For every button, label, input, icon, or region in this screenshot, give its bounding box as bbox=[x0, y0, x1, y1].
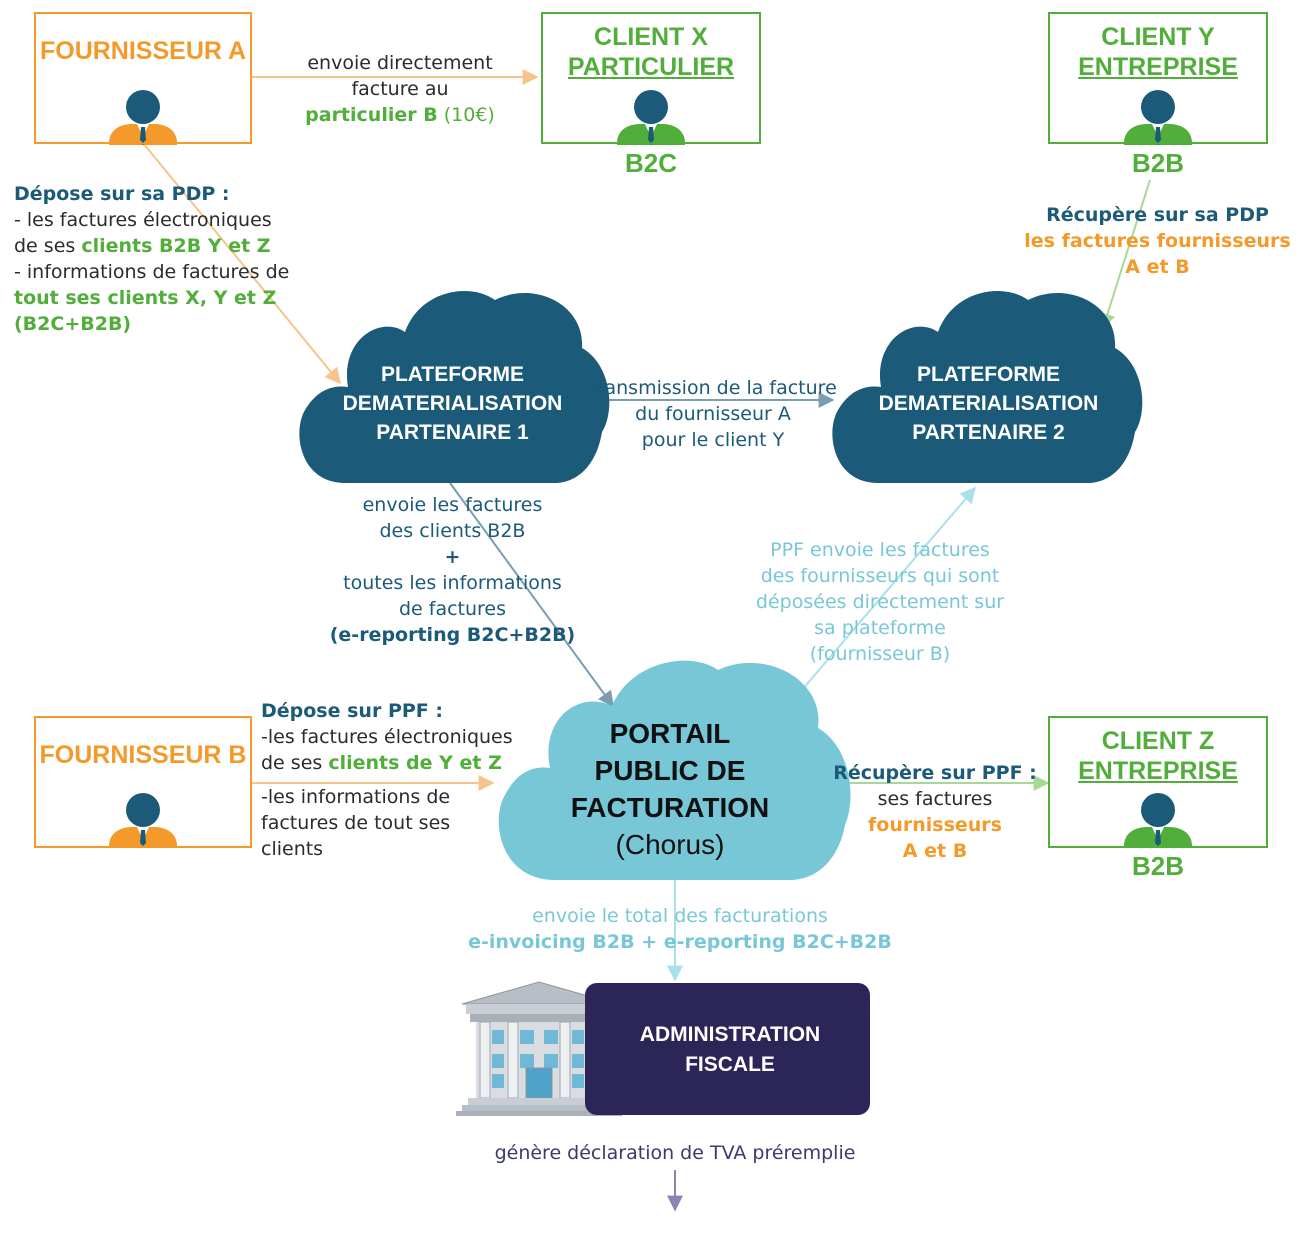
label-y-from-pdp2-l2: les factures fournisseurs bbox=[1024, 230, 1291, 252]
label-b-to-ppf-heading: Dépose sur PPF : bbox=[261, 700, 443, 722]
label-a-to-pdp-heading: Dépose sur sa PDP : bbox=[14, 183, 230, 205]
person-icon bbox=[109, 793, 177, 846]
label-a-to-x-bold: particulier B bbox=[305, 104, 438, 126]
label-y-from-pdp2: Récupère sur sa PDP les factures fournis… bbox=[1020, 202, 1295, 280]
label-z-from-ppf: Récupère sur PPF : ses factures fourniss… bbox=[825, 760, 1045, 864]
label-b-to-ppf-l4: factures de tout ses bbox=[261, 812, 451, 834]
label-a-to-pdp-l1: - les factures électroniques bbox=[14, 209, 272, 231]
label-ppf-to-admin-l1: envoie le total des facturations bbox=[532, 905, 828, 927]
client-x-line1: CLIENT X bbox=[594, 23, 708, 51]
pdp1-line1: PLATEFORME bbox=[380, 363, 525, 386]
label-z-from-ppf-l1: ses factures bbox=[877, 788, 993, 810]
label-a-to-pdp-l2: de ses clients B2B Y et Z bbox=[14, 233, 314, 259]
admin-label: ADMINISTRATION FISCALE bbox=[605, 1020, 855, 1080]
pdp2-line3: PARTENAIRE 2 bbox=[912, 421, 1065, 444]
pdp2-line1: PLATEFORME bbox=[916, 363, 1061, 386]
building-icon bbox=[456, 981, 622, 1116]
persons-overlay bbox=[109, 90, 1192, 846]
label-a-to-pdp-l5: (B2C+B2B) bbox=[14, 313, 132, 335]
label-a-to-x-l3: particulier B (10€) bbox=[290, 102, 510, 128]
label-a-to-pdp-l2-pre: de ses bbox=[14, 235, 82, 257]
label-pdp1-to-pdp2-l1: transmission de la facture bbox=[589, 377, 837, 399]
cloud-icon bbox=[498, 660, 851, 880]
label-pdp1-to-pdp2: transmission de la facture du fournisseu… bbox=[583, 375, 843, 453]
label-ppf-to-pdp2: PPF envoie les factures des fournisseurs… bbox=[740, 537, 1020, 667]
ppf-label: PORTAIL PUBLIC DE FACTURATION (Chorus) bbox=[560, 715, 780, 863]
label-ppf-to-pdp2-l1: PPF envoie les factures bbox=[770, 539, 990, 561]
admin-box bbox=[585, 983, 870, 1115]
client-y-line2: ENTREPRISE bbox=[1078, 53, 1238, 81]
label-z-from-ppf-l3: A et B bbox=[902, 840, 968, 862]
ppf-line1: PORTAIL bbox=[609, 718, 731, 749]
cloud-icon bbox=[299, 290, 610, 483]
label-ppf-to-admin: envoie le total des facturations e-invoi… bbox=[430, 903, 930, 955]
person-icon bbox=[1124, 90, 1192, 143]
admin-line2: FISCALE bbox=[685, 1053, 775, 1076]
arrow-pdp1-to-ppf bbox=[449, 482, 614, 708]
label-y-from-pdp2-l1: Récupère sur sa PDP bbox=[1046, 204, 1269, 226]
label-a-to-x-l2: facture au bbox=[351, 78, 449, 100]
fournisseur-a-title: FOURNISSEUR A bbox=[39, 37, 247, 65]
label-pdp1-to-ppf-l2: des clients B2B bbox=[379, 520, 526, 542]
label-ppf-to-pdp2-l5: (fournisseur B) bbox=[809, 643, 951, 665]
label-ppf-to-pdp2-l4: sa plateforme bbox=[814, 617, 946, 639]
pdp2-label: PLATEFORME DEMATERIALISATION PARTENAIRE … bbox=[866, 360, 1111, 447]
client-x-line2: PARTICULIER bbox=[567, 53, 735, 81]
client-z-tag: B2B bbox=[1131, 851, 1184, 881]
label-a-to-pdp: Dépose sur sa PDP : - les factures élect… bbox=[14, 181, 314, 337]
fournisseur-b-box: FOURNISSEUR B bbox=[34, 716, 252, 848]
pdp1-label: PLATEFORME DEMATERIALISATION PARTENAIRE … bbox=[330, 360, 575, 447]
ppf-line4: (Chorus) bbox=[615, 829, 725, 860]
client-x-tag: B2C bbox=[624, 148, 677, 178]
label-admin-out-l1: génère déclaration de TVA préremplie bbox=[494, 1142, 856, 1164]
label-pdp1-to-ppf: envoie les factures des clients B2B + to… bbox=[315, 492, 590, 648]
client-y-line1: CLIENT Y bbox=[1101, 23, 1215, 51]
person-icon bbox=[1124, 793, 1192, 846]
arrow-y-to-pdp2 bbox=[1099, 179, 1151, 330]
pdp1-line2: DEMATERIALISATION bbox=[342, 392, 563, 415]
label-b-to-ppf-l5: clients bbox=[261, 838, 324, 860]
label-b-to-ppf: Dépose sur PPF : -les factures électroni… bbox=[261, 698, 531, 862]
label-z-from-ppf-l2: fournisseurs bbox=[868, 814, 1002, 836]
label-ppf-to-admin-l2: e-invoicing B2B + e-reporting B2C+B2B bbox=[468, 931, 892, 953]
fournisseur-b-title: FOURNISSEUR B bbox=[39, 741, 247, 769]
label-ppf-to-pdp2-l2: des fournisseurs qui sont bbox=[760, 565, 1000, 587]
label-pdp1-to-ppf-l3: + bbox=[444, 546, 461, 568]
label-pdp1-to-ppf-l1: envoie les factures bbox=[362, 494, 543, 516]
label-z-from-ppf-heading: Récupère sur PPF : bbox=[833, 762, 1037, 784]
person-icon bbox=[617, 90, 685, 143]
label-b-to-ppf-l3: -les informations de bbox=[261, 786, 451, 808]
label-a-to-x-l1: envoie directement bbox=[307, 52, 493, 74]
label-b-to-ppf-l2-bold: clients de Y et Z bbox=[328, 752, 502, 774]
label-a-to-x: envoie directement facture au particulie… bbox=[290, 50, 510, 128]
label-a-to-x-rest: (10€) bbox=[437, 104, 495, 126]
client-y-tag: B2B bbox=[1131, 148, 1184, 178]
label-pdp1-to-ppf-l5: de factures bbox=[398, 598, 507, 620]
label-ppf-to-pdp2-l3: déposées directement sur bbox=[755, 591, 1005, 613]
label-pdp1-to-pdp2-l3: pour le client Y bbox=[641, 429, 785, 451]
person-icon bbox=[109, 90, 177, 143]
client-z-line2: ENTREPRISE bbox=[1078, 757, 1238, 785]
label-pdp1-to-ppf-l4: toutes les informations bbox=[343, 572, 562, 594]
pdp1-line3: PARTENAIRE 1 bbox=[376, 421, 529, 444]
label-a-to-pdp-l4: tout ses clients X, Y et Z bbox=[14, 287, 277, 309]
pdp2-line2: DEMATERIALISATION bbox=[878, 392, 1099, 415]
label-b-to-ppf-l2-pre: de ses bbox=[261, 752, 329, 774]
label-b-to-ppf-l1: -les factures électroniques bbox=[261, 726, 513, 748]
label-y-from-pdp2-l3: A et B bbox=[1125, 256, 1190, 278]
label-a-to-pdp-l3: - informations de factures de bbox=[14, 261, 290, 283]
ppf-line3: FACTURATION bbox=[570, 792, 770, 823]
ppf-line2: PUBLIC DE bbox=[594, 755, 746, 786]
client-z-line1: CLIENT Z bbox=[1101, 727, 1215, 755]
label-admin-out: génère déclaration de TVA préremplie bbox=[440, 1140, 910, 1166]
label-pdp1-to-pdp2-l2: du fournisseur A bbox=[635, 403, 791, 425]
label-a-to-pdp-l2-bold: clients B2B Y et Z bbox=[81, 235, 271, 257]
arrow-a-to-pdp1 bbox=[142, 142, 342, 385]
admin-line1: ADMINISTRATION bbox=[639, 1023, 821, 1046]
label-pdp1-to-ppf-l6: (e-reporting B2C+B2B) bbox=[329, 624, 576, 646]
cloud-icon bbox=[832, 290, 1143, 483]
label-b-to-ppf-l2: de ses clients de Y et Z bbox=[261, 750, 531, 776]
